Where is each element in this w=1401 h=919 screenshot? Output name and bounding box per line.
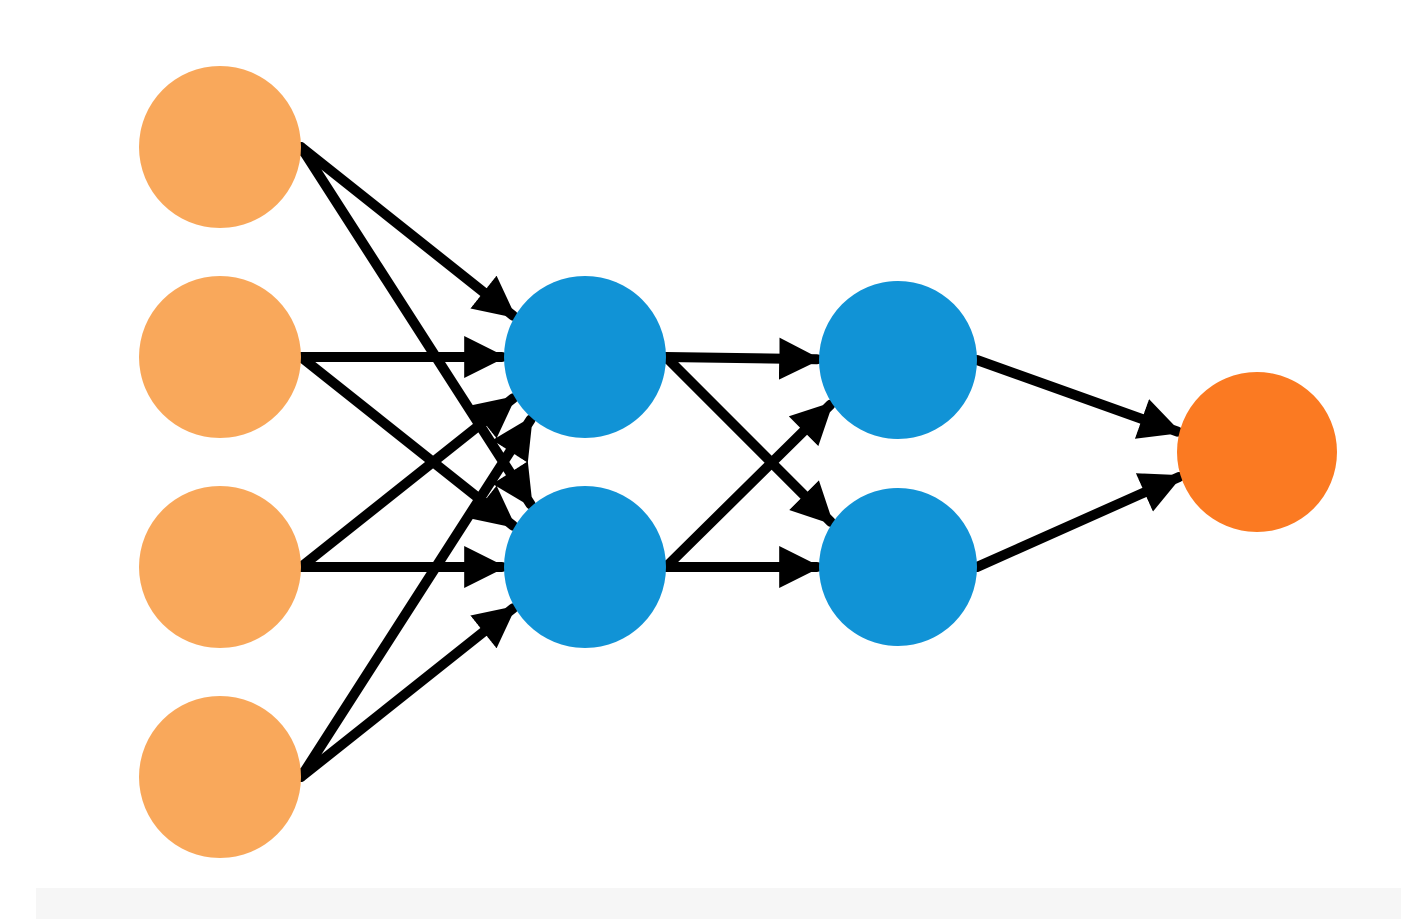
edge-arrow-input-3-to-hidden-1-1 [296,393,519,572]
edge-arrow-input-1-to-hidden-1-1 [296,142,519,321]
input-node-2 [139,276,301,438]
input-node-3 [139,486,301,648]
hidden-1-node-2 [504,486,666,648]
edge-arrow-hidden-1-1-to-hidden-2-2 [661,352,836,527]
edge-arrow-input-4-to-hidden-1-2 [296,603,519,782]
hidden-2-node-2 [819,488,977,646]
input-node-1 [139,66,301,228]
edges-group [296,142,1184,782]
hidden-1-node-1 [504,276,666,438]
input-node-4 [139,696,301,858]
hidden-2-node-1 [819,281,977,439]
edge-arrow-hidden-2-1-to-output-1 [972,355,1183,439]
output-node-1 [1177,372,1337,532]
edge-arrow-hidden-2-2-to-output-1 [972,472,1184,572]
edge-arrow-hidden-1-1-to-hidden-2-1 [661,337,823,380]
edge-arrow-input-4-to-hidden-1-1 [296,414,536,782]
edge-arrow-input-1-to-hidden-1-2 [296,142,536,510]
nodes-group [139,66,1337,858]
bottom-strip [36,888,1401,919]
edge-arrow-hidden-1-2-to-hidden-2-1 [661,399,836,572]
